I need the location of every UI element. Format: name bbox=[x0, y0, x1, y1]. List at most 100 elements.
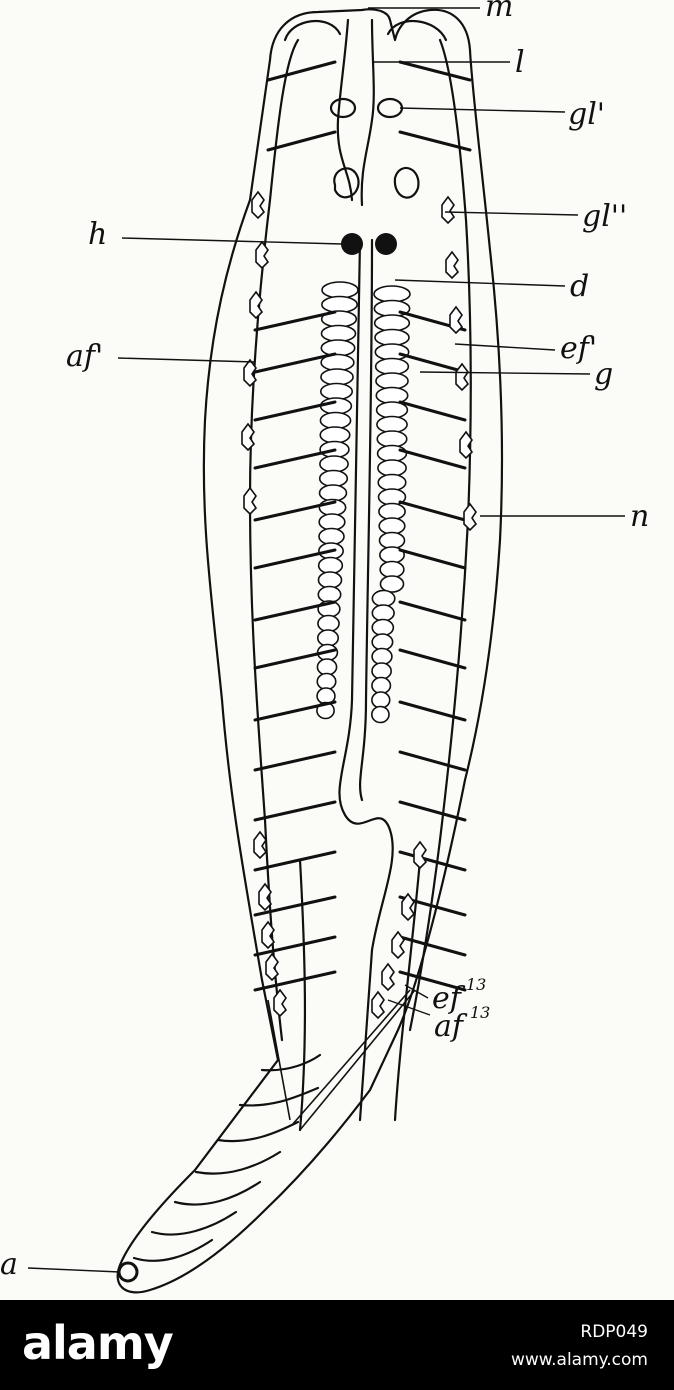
septum-right bbox=[398, 600, 467, 622]
gut-tube bbox=[338, 238, 394, 1122]
gut-pouch-left bbox=[319, 382, 354, 401]
label-af13: af bbox=[434, 1009, 468, 1044]
heart-left bbox=[341, 233, 363, 255]
label-af13-sup: 13 bbox=[470, 1003, 490, 1022]
pharynx bbox=[336, 18, 375, 207]
leader-ef13 bbox=[404, 984, 429, 999]
head-lobe-left bbox=[283, 20, 342, 42]
alamy-logo: alamy bbox=[22, 1316, 174, 1370]
gut-pouch-left bbox=[321, 295, 358, 314]
septum-left bbox=[266, 60, 337, 82]
diagram-canvas: m l gl' gl'' h d af' ef' g n ef 13 af 13… bbox=[0, 0, 649, 1294]
leader-ef1 bbox=[454, 343, 556, 351]
tail-segment bbox=[238, 1086, 320, 1107]
septum-right bbox=[398, 352, 467, 374]
gut-pouch-right bbox=[375, 386, 409, 405]
gut-pouch-right bbox=[375, 401, 409, 419]
gut-pouch-left bbox=[319, 397, 353, 415]
head-lobe-right bbox=[386, 20, 448, 42]
gut-pouch-right bbox=[371, 662, 392, 680]
nephridial-funnel-right bbox=[391, 930, 406, 960]
body-outline bbox=[116, 8, 504, 1294]
oblique-muscle-line bbox=[267, 999, 291, 1121]
septum-right bbox=[398, 500, 467, 522]
septum-left bbox=[253, 648, 337, 670]
septum-right bbox=[398, 700, 467, 722]
cerebral-ganglion-left bbox=[329, 97, 357, 119]
gut-pouch-left bbox=[320, 324, 357, 343]
anus-opening bbox=[117, 1261, 139, 1283]
tail-segment bbox=[194, 1150, 282, 1175]
septum-left bbox=[253, 548, 337, 570]
label-af1: af' bbox=[66, 339, 103, 374]
gut-pouch-left bbox=[316, 672, 337, 691]
anatomical-diagram: m l gl' gl'' h d af' ef' g n ef 13 af 13… bbox=[0, 0, 650, 1294]
nephridial-funnel-left bbox=[265, 952, 280, 982]
nephridial-funnel-left bbox=[258, 882, 273, 912]
label-gl2: gl'' bbox=[582, 199, 627, 234]
gut-pouch-left bbox=[316, 629, 340, 647]
septum-right bbox=[398, 130, 472, 152]
tail-segment bbox=[173, 1180, 262, 1206]
label-gl1: gl' bbox=[568, 97, 605, 132]
subpharyngeal-ganglion-left bbox=[333, 167, 360, 199]
gut-pouch-right bbox=[370, 705, 390, 724]
septum-left bbox=[266, 130, 337, 152]
septum-left bbox=[253, 800, 337, 822]
gut-pouch-right bbox=[374, 328, 410, 347]
gut-pouch-left bbox=[317, 571, 343, 589]
gut-pouch-left bbox=[319, 426, 351, 444]
nephridial-funnel-left bbox=[255, 240, 270, 270]
septum-right bbox=[398, 548, 467, 570]
gut-pouch-right bbox=[376, 430, 408, 448]
gut-tube-inner bbox=[359, 238, 374, 802]
subpharyngeal-ganglion-right bbox=[393, 166, 420, 199]
septum-right bbox=[398, 935, 467, 957]
nephridial-funnel-left bbox=[241, 422, 256, 452]
gut-pouch-left bbox=[317, 585, 342, 604]
nephridial-funnel-right bbox=[459, 430, 474, 460]
leader-a bbox=[27, 1267, 121, 1273]
leader-h bbox=[121, 237, 343, 245]
septum-left bbox=[253, 352, 337, 374]
gut-pouch-right bbox=[371, 633, 394, 651]
tail-segment bbox=[150, 1210, 238, 1236]
gut-pouch-left bbox=[320, 368, 354, 386]
septum-right bbox=[398, 750, 467, 772]
gut-pouch-right bbox=[376, 444, 408, 463]
nephridial-funnel-right bbox=[445, 250, 460, 280]
nephridial-funnel-right bbox=[455, 362, 470, 392]
septum-left bbox=[253, 750, 337, 772]
gut-pouch-left bbox=[317, 556, 344, 575]
nephridial-funnel-right bbox=[381, 962, 396, 992]
septum-right bbox=[398, 648, 467, 670]
site-url: www.alamy.com bbox=[510, 1350, 648, 1370]
label-a: a bbox=[0, 1247, 18, 1282]
gut-pouch-left bbox=[318, 484, 348, 502]
gut-pouch-left bbox=[321, 281, 359, 299]
nerve-cord-left bbox=[298, 858, 307, 1132]
nephridial-funnel-left bbox=[243, 486, 258, 516]
image-id: RDP049 bbox=[580, 1322, 648, 1342]
septum-left bbox=[253, 935, 337, 957]
leader-gl1 bbox=[399, 107, 566, 113]
septum-left bbox=[253, 500, 337, 522]
tail-segment bbox=[132, 1238, 214, 1262]
septum-left bbox=[253, 448, 337, 470]
cerebral-ganglion-right bbox=[376, 97, 404, 119]
leader-af1 bbox=[117, 357, 256, 363]
gut-pouch-right bbox=[378, 531, 406, 550]
gut-pouch-right bbox=[373, 285, 411, 303]
nephridial-funnel-right bbox=[371, 990, 386, 1020]
gut-pouch-left bbox=[320, 339, 356, 357]
gut-pouch-right bbox=[374, 357, 410, 376]
nephridial-funnel-left bbox=[253, 830, 268, 860]
nephridial-funnel-left bbox=[261, 920, 276, 950]
septum-left bbox=[253, 895, 337, 917]
heart-right bbox=[375, 233, 397, 255]
septum-right bbox=[398, 448, 467, 470]
gut-pouch-left bbox=[318, 513, 346, 531]
gut-pouch-right bbox=[375, 372, 409, 390]
septum-left bbox=[253, 700, 337, 722]
oblique-muscle-line bbox=[299, 989, 416, 1131]
